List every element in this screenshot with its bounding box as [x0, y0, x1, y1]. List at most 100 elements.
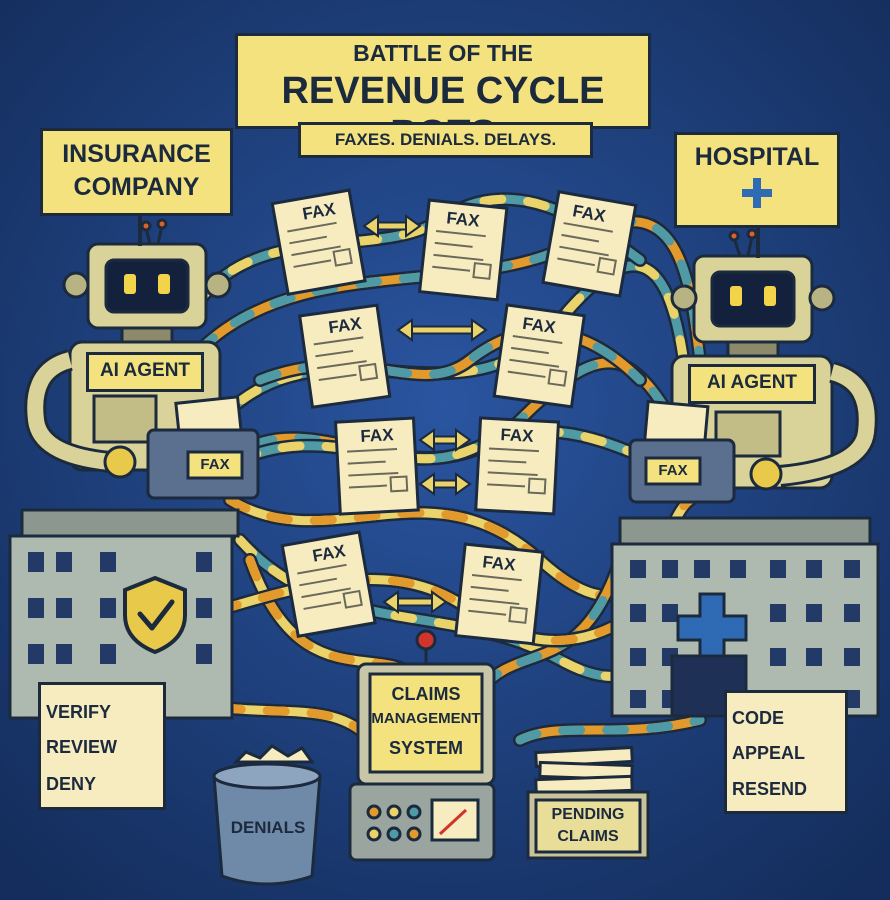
claims-console	[348, 629, 496, 862]
title-banner	[235, 33, 651, 129]
hospital-ai-agent-text: AI AGENT	[706, 372, 798, 393]
console-line2: MANAGEMENT	[371, 710, 481, 727]
building-window	[844, 648, 860, 666]
building-window	[630, 560, 646, 578]
fax-document	[298, 303, 392, 409]
building-window	[694, 560, 710, 578]
building-window	[56, 644, 72, 664]
pipe-stripe	[235, 427, 655, 465]
insurance-sign-line2: COMPANY	[73, 173, 200, 201]
double-arrow-icon	[418, 428, 472, 452]
hospital-ai-agent-label	[688, 364, 816, 404]
double-arrow-icon	[396, 318, 488, 342]
hospital-building	[610, 516, 880, 718]
console-line3: SYSTEM	[388, 738, 463, 758]
console-knob	[366, 804, 382, 820]
sign-posts	[138, 212, 760, 258]
double-arrow-icon	[418, 472, 472, 496]
pipe-stripe	[195, 217, 705, 365]
tagline: FAXES. DENIALS. DELAYS.	[334, 130, 557, 149]
hospital-sign-title: HOSPITAL	[694, 143, 820, 171]
tagline-banner	[298, 122, 593, 158]
building-window	[196, 598, 212, 618]
insurance-ai-agent-text: AI AGENT	[99, 360, 191, 381]
building-window	[806, 604, 822, 622]
building-window	[100, 644, 116, 664]
building-window	[844, 604, 860, 622]
building-window	[770, 604, 786, 622]
hospital-checklist-item: CODE	[732, 708, 785, 728]
building-window	[844, 560, 860, 578]
insurance-checklist-item: VERIFY	[46, 702, 112, 722]
building-window	[806, 648, 822, 666]
insurance-checklist-item: REVIEW	[46, 737, 118, 757]
fax-document	[280, 530, 377, 639]
fax-document	[492, 303, 587, 409]
building-window	[770, 560, 786, 578]
building-window	[662, 560, 678, 578]
insurance-company-sign	[40, 128, 233, 216]
building-window	[630, 690, 646, 708]
fax-document	[541, 190, 638, 298]
robot-face-screen	[104, 258, 190, 314]
fax-document	[453, 542, 545, 646]
building-window	[770, 648, 786, 666]
pipe-stripe	[175, 695, 365, 735]
building-window	[630, 604, 646, 622]
robot-face-screen	[710, 270, 796, 328]
denials-bin	[212, 744, 322, 886]
insurance-fax-machine-label: FAX	[200, 456, 230, 473]
fax-document	[270, 188, 367, 297]
title-line1: BATTLE OF THE	[353, 40, 533, 66]
fax-document-label: FAX	[359, 425, 394, 446]
building-window	[196, 644, 212, 664]
hospital-checklist-item: APPEAL	[732, 743, 806, 763]
fax-document	[417, 198, 509, 302]
building-window	[730, 560, 746, 578]
insurance-fax-machine	[146, 395, 260, 500]
building-window	[844, 690, 860, 708]
fax-document	[333, 416, 420, 516]
insurance-sign-line1: INSURANCE	[62, 140, 211, 168]
pipe-stripe	[475, 555, 625, 695]
fax-documents	[270, 188, 638, 646]
building-window	[806, 560, 822, 578]
hospital-sign-cross-icon	[742, 178, 772, 208]
console-knob	[406, 804, 422, 820]
hospital-checklist	[724, 690, 848, 814]
building-window	[56, 552, 72, 572]
hospital-fax-machine	[628, 399, 736, 504]
shield-inner-check-icon	[137, 599, 175, 631]
pipe-stripe	[215, 358, 705, 475]
exchange-arrows	[362, 214, 488, 614]
pending-claims-line1: PENDING	[551, 806, 625, 823]
denials-bin-label: DENIALS	[230, 818, 306, 837]
building-window	[100, 598, 116, 618]
console-knob	[366, 826, 382, 842]
building-window	[662, 604, 678, 622]
hospital-checklist-item: RESEND	[732, 779, 808, 799]
pending-claims-line2: CLAIMS	[557, 828, 619, 845]
building-window	[28, 644, 44, 664]
double-arrow-icon	[362, 214, 422, 238]
shield-check-icon	[123, 575, 187, 655]
alarm-light-icon	[415, 629, 437, 651]
insurance-checklist	[38, 682, 166, 810]
insurance-ai-agent-label	[86, 352, 204, 392]
robot-chest-panel	[92, 394, 158, 444]
hospital-fax-machine-label: FAX	[658, 462, 688, 479]
pending-claims-box	[526, 745, 650, 860]
console-line1: CLAIMS	[391, 684, 461, 704]
building-window	[28, 598, 44, 618]
fax-document-label: FAX	[500, 425, 535, 446]
pipe-stripe	[245, 555, 425, 685]
console-knob	[406, 826, 422, 842]
double-arrow-icon	[382, 590, 448, 614]
fax-document	[474, 416, 561, 516]
console-knob	[386, 826, 402, 842]
building-window	[196, 552, 212, 572]
console-knob	[386, 804, 402, 820]
building-window	[56, 598, 72, 618]
building-window	[630, 648, 646, 666]
